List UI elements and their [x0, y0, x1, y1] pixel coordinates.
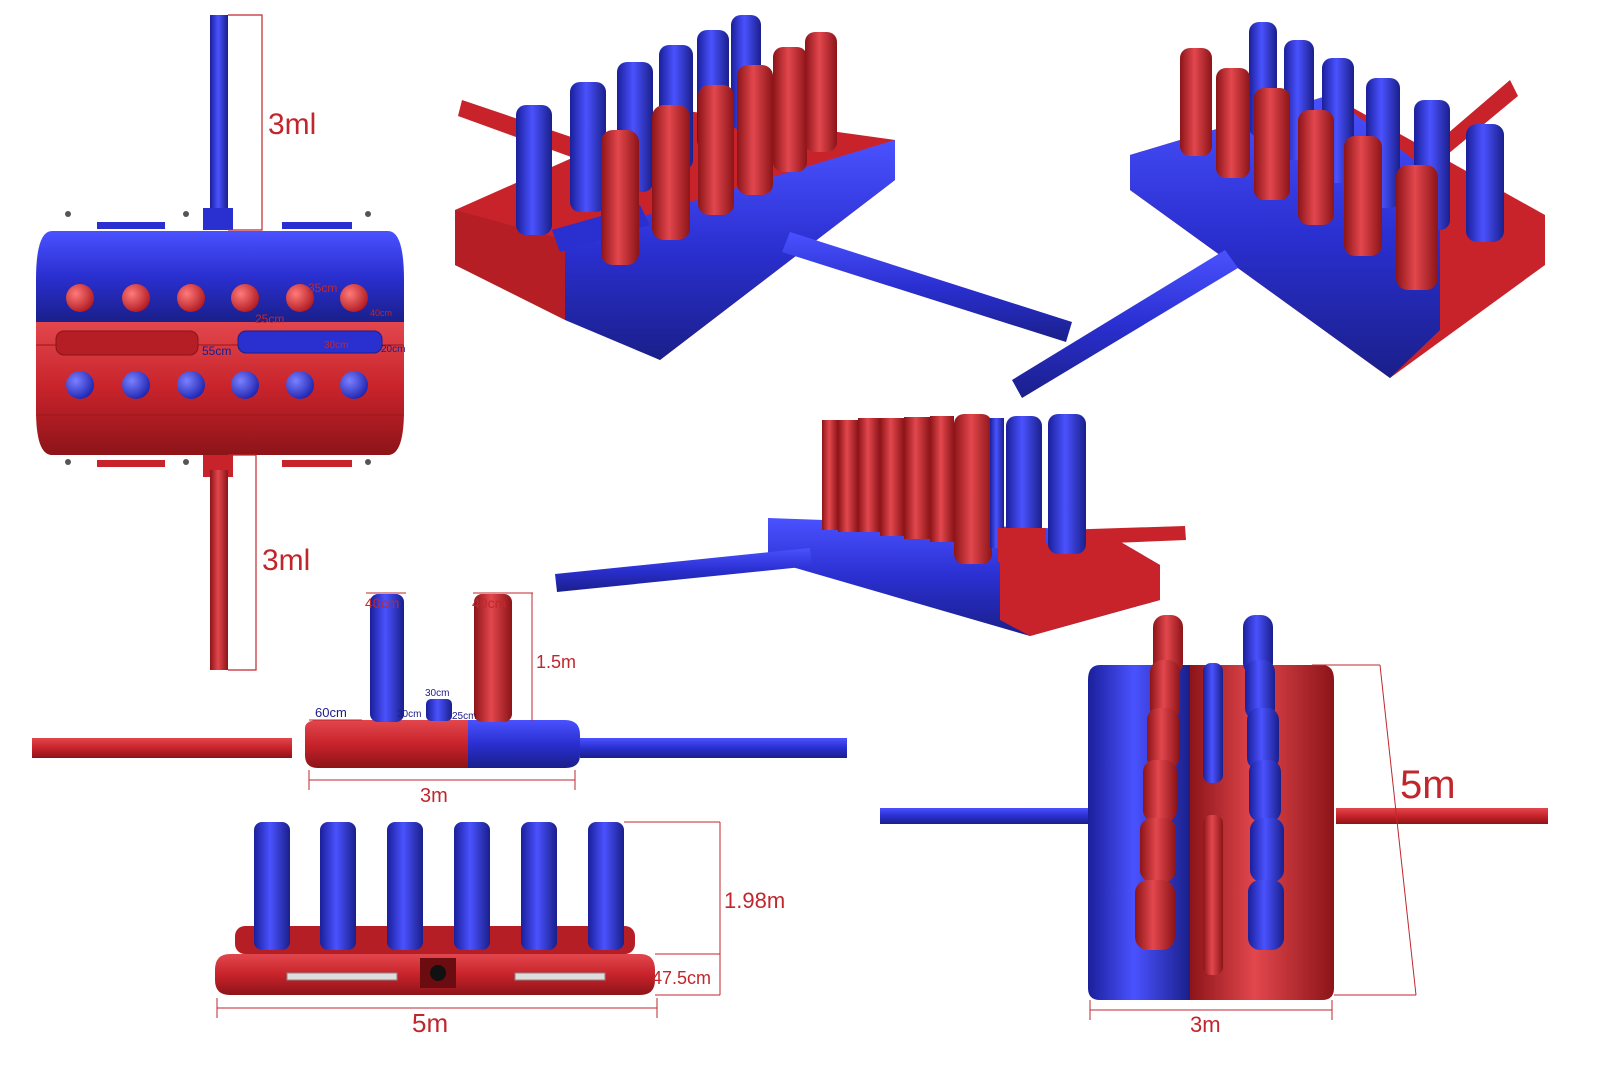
- dim-55cm: 55cm: [202, 344, 231, 358]
- dim-20cm: 20cm: [381, 344, 405, 355]
- side-base-length: 3m: [420, 785, 448, 807]
- side-block-top: 30cm: [425, 688, 449, 699]
- plan-width: 3m: [1190, 1012, 1221, 1037]
- dim-30cm: 30cm: [324, 340, 348, 351]
- plan-length: 5m: [1400, 763, 1456, 807]
- side-base-width: 60cm: [315, 705, 347, 720]
- side-view: 40cm 40cm 1.5m 30cm 30cm 25cm 60cm 3m: [32, 592, 847, 807]
- side-block-side: 30cm: [397, 709, 421, 720]
- front-view: 1.98m 47.5cm 5m: [215, 821, 785, 1038]
- side-blue-pillar-diameter: 40cm: [365, 595, 399, 611]
- perspective-view-1: [455, 15, 1072, 360]
- plan-view: 5m 3m: [880, 615, 1548, 1037]
- bottom-pole: [210, 470, 228, 670]
- side-pillar-height: 1.5m: [536, 652, 576, 672]
- dim-35cm: 35cm: [308, 281, 337, 295]
- front-base-height: 47.5cm: [652, 968, 711, 988]
- bottom-pole-length-label: 3ml: [262, 544, 310, 577]
- front-length: 5m: [412, 1008, 448, 1038]
- side-block-right: 25cm: [452, 711, 476, 722]
- top-pole-length-label: 3ml: [268, 108, 316, 141]
- side-red-pillar: [474, 594, 512, 722]
- top-pole: [210, 15, 228, 215]
- blue-pillar-tops: [66, 371, 368, 399]
- perspective-view-2: [1012, 22, 1545, 398]
- front-total-height: 1.98m: [724, 888, 785, 913]
- side-red-pillar-diameter: 40cm: [472, 595, 506, 611]
- perspective-view-3: [555, 414, 1186, 636]
- side-blue-pillar: [370, 594, 404, 722]
- red-pillar-tops: [66, 284, 368, 312]
- dim-40cm: 40cm: [370, 308, 392, 318]
- top-view: 3ml 35c: [36, 14, 405, 671]
- dim-25cm: 25cm: [255, 312, 284, 326]
